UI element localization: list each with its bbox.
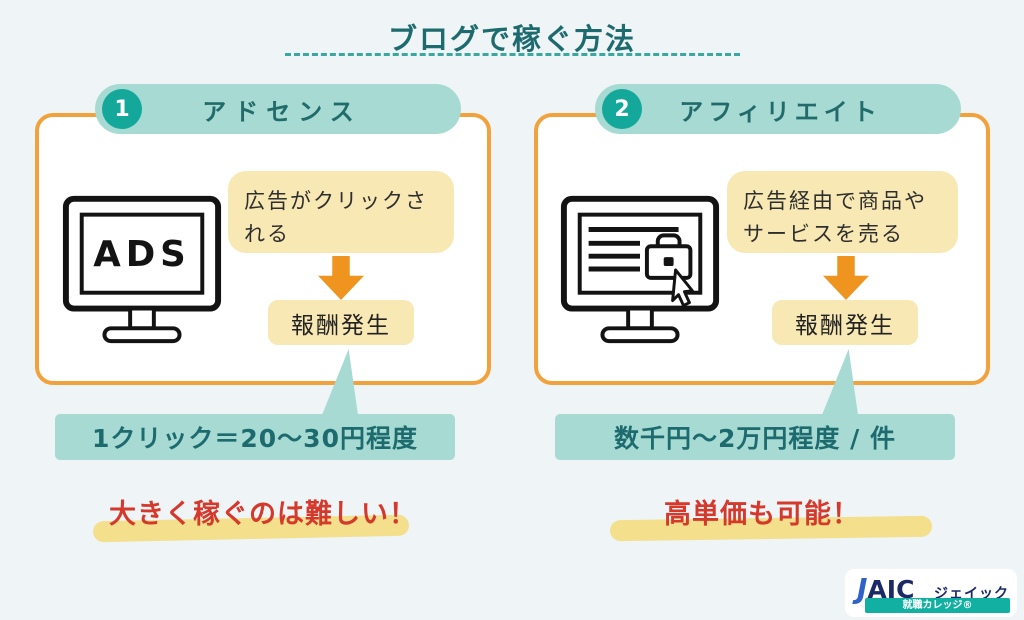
- step-number-badge: 1: [102, 89, 142, 129]
- affiliate-card-header: 2 アフィリエイト: [595, 84, 961, 134]
- adsense-summary: 大きく稼ぐのは難しい！: [35, 492, 491, 543]
- reward-box: 報酬発生: [268, 300, 414, 345]
- ads-label: ADS: [93, 234, 190, 275]
- adsense-card-header: 1 アドセンス: [95, 84, 461, 134]
- affiliate-summary: 高単価も可能！: [534, 492, 990, 542]
- description-bubble: 広告がクリックされる: [228, 171, 454, 253]
- summary-note: 高単価も可能！: [664, 499, 860, 530]
- description-bubble: 広告経由で商品やサービスを売る: [727, 171, 958, 253]
- payout-box: 1クリック＝20〜30円程度: [55, 414, 455, 460]
- text-lines-icon: [588, 227, 679, 272]
- jaic-j-glyph: J: [857, 572, 868, 605]
- briefcase-icon: [644, 233, 693, 280]
- cursor-icon: [671, 268, 694, 308]
- card-title: アドセンス: [202, 97, 362, 126]
- card-title: アフィリエイト: [679, 97, 882, 126]
- jaic-logo: JAIC ジェイック 就職カレッジ®: [845, 569, 1017, 617]
- jaic-tagline-band: 就職カレッジ®: [865, 598, 1010, 613]
- summary-note: 大きく稼ぐのは難しい！: [109, 499, 417, 530]
- ads-monitor-icon: ADS: [62, 195, 222, 344]
- reward-box: 報酬発生: [772, 300, 918, 345]
- page-title: ブログで稼ぐ方法: [387, 22, 636, 56]
- title-underline: [285, 53, 740, 56]
- affiliate-monitor-icon: [560, 195, 720, 344]
- step-number-badge: 2: [602, 89, 642, 129]
- payout-box: 数千円〜2万円程度 / 件: [555, 414, 955, 460]
